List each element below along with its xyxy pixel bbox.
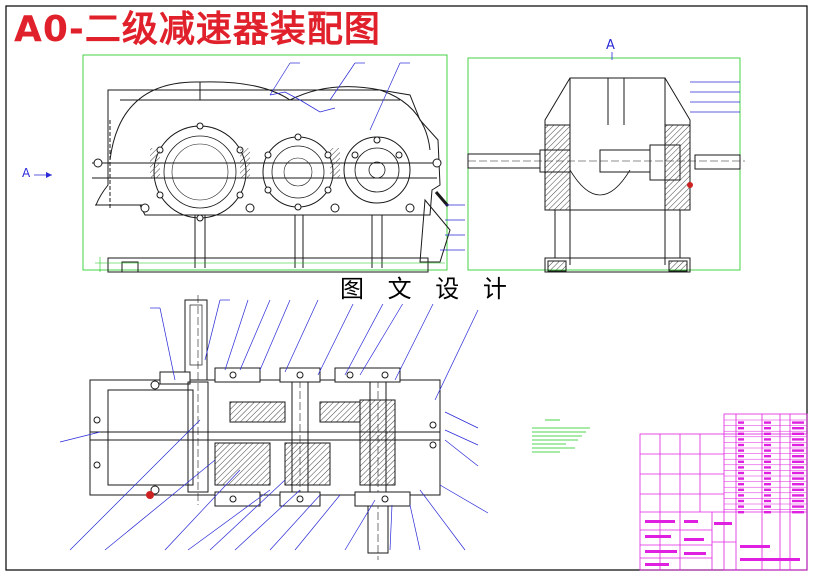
gear-3-outer	[343, 136, 411, 204]
parts-list-cell	[792, 432, 804, 435]
parts-list-cell	[738, 488, 744, 491]
parts-list-text	[645, 421, 804, 566]
parts-list-cell	[792, 427, 804, 430]
parts-list-cell	[764, 499, 771, 503]
parts-list-cell	[738, 438, 744, 441]
parts-list-cell	[738, 432, 744, 435]
parts-list-cell	[738, 421, 744, 424]
parts-list-cell	[764, 511, 771, 514]
parts-list-cell	[738, 460, 744, 463]
parts-list-cell	[792, 455, 804, 458]
parts-list-cell	[738, 499, 744, 503]
title-block	[639, 413, 808, 571]
parts-list-cell	[738, 449, 744, 452]
title-block-cell	[645, 520, 675, 523]
title-block-cell	[645, 550, 677, 553]
parts-list-cell	[792, 443, 804, 447]
parts-list-cell	[792, 466, 804, 469]
section-label-a-left: A	[22, 166, 31, 180]
title-block-cell	[645, 535, 671, 538]
red-marker	[146, 491, 154, 499]
parts-list-cell	[738, 477, 744, 480]
title-block-cell	[740, 558, 800, 561]
parts-list-cell	[738, 505, 744, 508]
plan-housing	[89, 379, 441, 496]
parts-list-cell	[792, 449, 804, 452]
gear-1-outer	[153, 125, 247, 219]
parts-list-cell	[792, 494, 804, 497]
parts-list-cell	[764, 421, 771, 424]
title-block-cell	[645, 563, 669, 566]
parts-list-cell	[792, 511, 804, 514]
parts-list-cell	[764, 471, 771, 475]
parts-list-cell	[738, 427, 744, 430]
parts-list-cell	[792, 477, 804, 480]
upper-lid	[120, 82, 400, 101]
side-view-dim-frame	[467, 57, 741, 271]
parts-list-cell	[764, 483, 771, 486]
parts-list-cell	[764, 455, 771, 458]
parts-list-cell	[738, 471, 744, 475]
title-block-cell	[684, 520, 698, 523]
section-label-a-top: A	[606, 38, 615, 53]
parts-list-cell	[738, 466, 744, 469]
parts-list-cell	[764, 477, 771, 480]
plan-input-shaft	[184, 299, 208, 381]
parts-list-cell	[792, 460, 804, 463]
parts-list-cell	[764, 505, 771, 508]
parts-list-cell	[738, 443, 744, 447]
title-block-cell	[740, 545, 770, 548]
parts-list-cell	[738, 511, 744, 514]
parts-list-cell	[764, 488, 771, 491]
parts-list-cell	[792, 488, 804, 491]
sheet-border	[5, 5, 808, 571]
parts-list-cell	[792, 438, 804, 441]
parts-list-cell	[764, 466, 771, 469]
parts-list-cell	[764, 427, 771, 430]
parts-list-cell	[764, 449, 771, 452]
title-block-cell	[684, 552, 706, 555]
front-view-dim-frame	[82, 54, 448, 271]
parts-list-cell	[764, 443, 771, 447]
front-view	[82, 54, 465, 273]
gear-2-outer	[262, 136, 334, 208]
parts-list-cell	[792, 499, 804, 503]
parts-list-cell	[738, 494, 744, 497]
parts-list-cell	[792, 421, 804, 424]
parts-list-cell	[738, 483, 744, 486]
parts-list-cell	[792, 471, 804, 475]
drawing-title: A0-二级减速器装配图	[14, 9, 381, 50]
parts-list-cell	[764, 460, 771, 463]
title-block-cell	[714, 522, 732, 525]
parts-list-cell	[764, 438, 771, 441]
plan-view	[59, 295, 489, 560]
side-view	[467, 57, 745, 273]
base-plate	[107, 257, 429, 273]
parts-list-cell	[764, 432, 771, 435]
title-block-cell	[684, 538, 704, 541]
parts-list-cell	[764, 494, 771, 497]
technical-requirements	[532, 419, 590, 453]
housing-cover-curve	[109, 81, 431, 161]
watermark-text: 图 文 设 计	[336, 274, 519, 304]
parts-list-cell	[738, 455, 744, 458]
parts-list-cell	[792, 505, 804, 508]
parts-list-cell	[792, 483, 804, 486]
parts-list-rows	[724, 419, 807, 510]
side-output-shaft	[694, 154, 741, 170]
